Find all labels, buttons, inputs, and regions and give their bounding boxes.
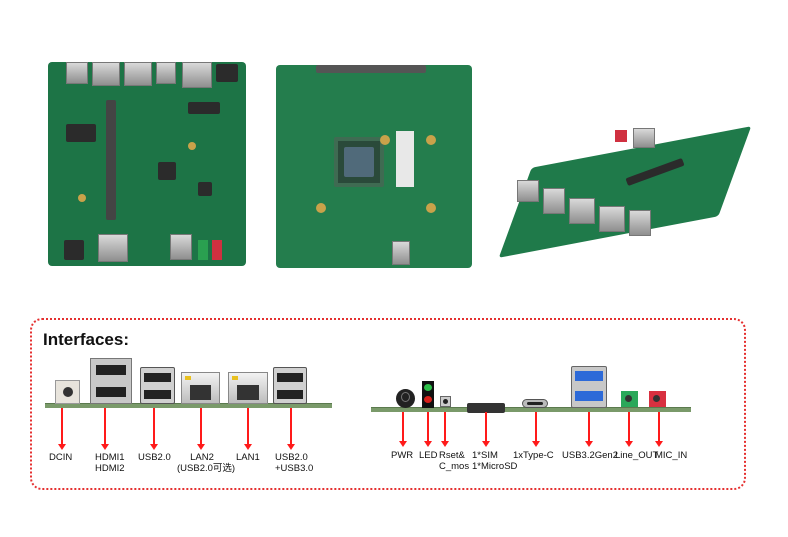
arrow-typec bbox=[532, 412, 540, 447]
label-mic-in: MIC_IN bbox=[655, 450, 688, 461]
arrow-lan2 bbox=[197, 408, 205, 450]
label-usb-combo: USB2.0+USB3.0 bbox=[275, 452, 314, 474]
label-typec: 1xType-C bbox=[513, 450, 554, 461]
lan2-port bbox=[181, 372, 220, 404]
label-lan2: LAN2(USB2.0可选) bbox=[177, 452, 236, 474]
hdmi-ports bbox=[90, 358, 132, 404]
reset-button bbox=[440, 396, 451, 407]
dc-jack bbox=[55, 380, 80, 404]
arrow-led bbox=[424, 412, 432, 447]
label-usb2: USB2.0 bbox=[138, 452, 171, 463]
type-c-port bbox=[522, 399, 548, 408]
arrow-usb2 bbox=[150, 408, 158, 450]
board-angled-photo bbox=[498, 126, 752, 258]
arrow-hdmi bbox=[101, 408, 109, 450]
arrow-dcin bbox=[58, 408, 66, 450]
led-indicator bbox=[422, 381, 434, 408]
usb2-usb3-ports bbox=[273, 367, 307, 404]
power-button bbox=[396, 389, 415, 408]
arrow-usb-combo bbox=[287, 408, 295, 450]
arrow-pwr bbox=[399, 412, 407, 447]
sim-microsd-slot bbox=[467, 403, 505, 413]
arrow-usb32 bbox=[585, 412, 593, 447]
label-led: LED bbox=[419, 450, 438, 461]
arrow-reset bbox=[441, 412, 449, 447]
line-out-jack bbox=[621, 391, 638, 407]
label-usb32: USB3.2Gen2 bbox=[562, 450, 618, 461]
label-line-out: Line_OUT bbox=[615, 450, 659, 461]
label-dcin: DCIN bbox=[49, 452, 73, 463]
label-reset: Rset&C_mos bbox=[439, 450, 470, 472]
arrow-mic-in bbox=[655, 412, 663, 447]
interfaces-title: Interfaces: bbox=[43, 330, 129, 349]
board-bottom-photo bbox=[276, 65, 472, 268]
label-pwr: PWR bbox=[391, 450, 414, 461]
arrow-lan1 bbox=[244, 408, 252, 450]
arrow-sim bbox=[482, 412, 490, 447]
interfaces-frame bbox=[30, 318, 746, 490]
lan1-port bbox=[228, 372, 268, 404]
label-lan1: LAN1 bbox=[236, 452, 260, 463]
usb32-ports bbox=[571, 366, 607, 408]
usb2-ports bbox=[140, 367, 175, 404]
mic-in-jack bbox=[649, 391, 666, 407]
arrow-line-out bbox=[625, 412, 633, 447]
power-icon bbox=[401, 392, 410, 402]
board-top-photo bbox=[48, 62, 246, 266]
